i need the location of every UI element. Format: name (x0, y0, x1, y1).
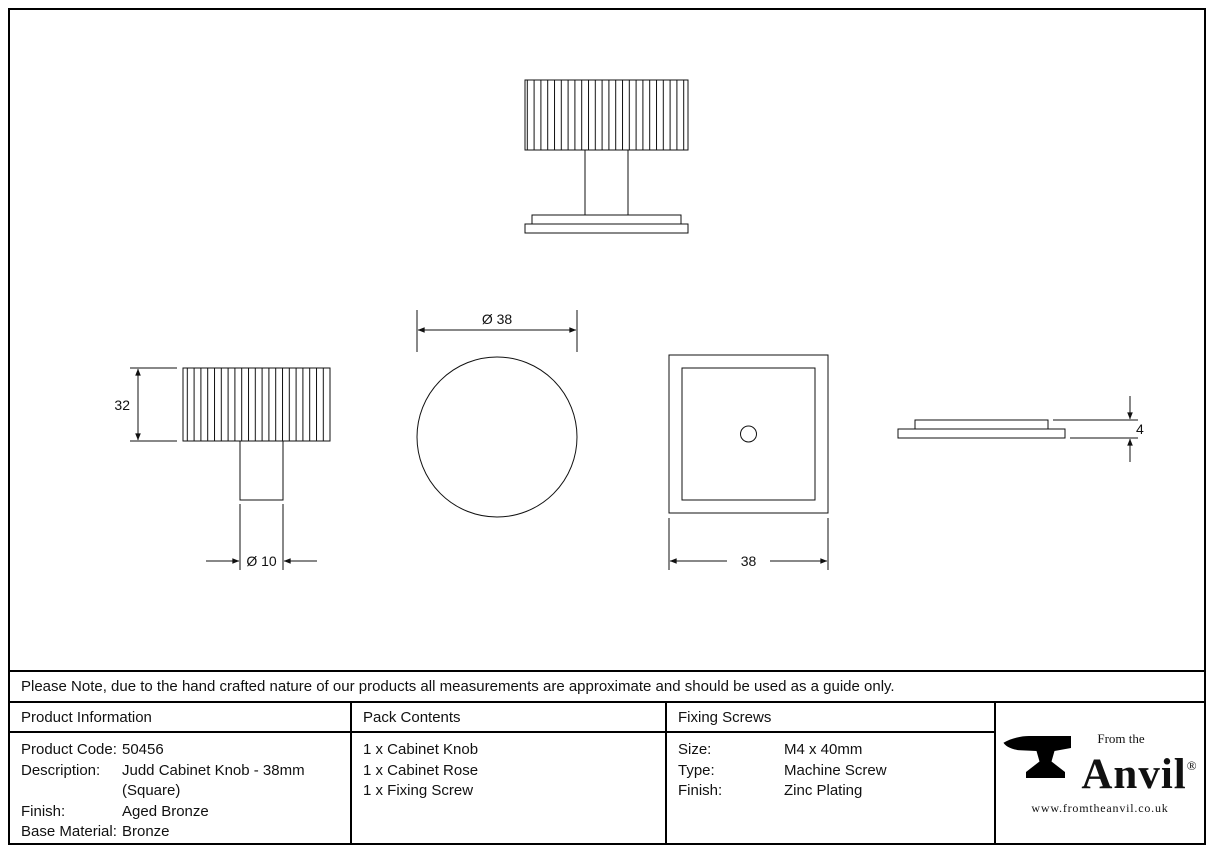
drawing-area: 32 Ø 10 Ø 38 (10, 10, 1204, 672)
finish-value: Aged Bronze (122, 802, 209, 820)
rose-side-view: 4 (897, 396, 1144, 462)
knob-top-view: Ø 38 (416, 310, 578, 518)
screw-finish-value: Zinc Plating (784, 782, 863, 799)
dimension-rose-width: 38 (741, 553, 757, 569)
fixing-screws-column: Fixing Screws Size: M4 x 40mm Type: Mach… (667, 703, 996, 843)
spec-table: Product Information Product Code: 50456 … (10, 703, 1204, 843)
knob-front-view: 32 Ø 10 (114, 367, 331, 570)
pack-contents-header: Pack Contents (352, 703, 665, 733)
logo-brand: Anvil® (1081, 751, 1198, 798)
screw-type-value: Machine Screw (784, 761, 887, 779)
technical-drawing: 32 Ø 10 Ø 38 (114, 79, 1144, 570)
base-material-value: Bronze (122, 823, 170, 840)
screw-size-value: M4 x 40mm (784, 741, 863, 758)
screw-finish-row: Finish: Zinc Plating (678, 781, 994, 802)
screw-type-label: Type: (678, 761, 715, 779)
measurement-note: Please Note, due to the hand crafted nat… (10, 672, 1204, 703)
product-code-value: 50456 (122, 741, 164, 758)
website-url: www.fromtheanvil.co.uk (1031, 801, 1169, 815)
pack-item: 1 x Fixing Screw (363, 782, 474, 799)
description-value: Judd Cabinet Knob - 38mm (Square) (122, 761, 305, 800)
product-code-label: Product Code: (21, 741, 117, 758)
product-information-column: Product Information Product Code: 50456 … (10, 703, 352, 843)
dimension-stem-diameter: Ø 10 (246, 553, 277, 569)
brand-logo: From the Anvil® www.fromtheanvil.co.uk (996, 703, 1204, 843)
spec-sheet: 32 Ø 10 Ø 38 (8, 8, 1206, 845)
knob-side-view-top (524, 79, 689, 234)
dimension-rose-thickness: 4 (1136, 421, 1144, 437)
base-material-row: Base Material: Bronze (21, 822, 350, 843)
pack-contents-column: Pack Contents 1 x Cabinet Knob 1 x Cabin… (352, 703, 667, 843)
pack-item: 1 x Cabinet Knob (363, 741, 479, 758)
description-label: Description: (21, 761, 101, 779)
finish-label: Finish: (21, 802, 66, 820)
description-row: Description: Judd Cabinet Knob - 38mm (S… (21, 761, 350, 802)
product-information-header: Product Information (10, 703, 350, 733)
dimension-knob-height: 32 (114, 397, 130, 413)
base-material-label: Base Material: (21, 823, 117, 840)
screw-finish-label: Finish: (678, 782, 723, 799)
registered-mark: ® (1186, 758, 1198, 773)
anvil-icon (1002, 730, 1074, 789)
logo-tagline: From the (1097, 731, 1145, 746)
screw-size-label: Size: (678, 741, 712, 758)
screw-size-row: Size: M4 x 40mm (678, 740, 994, 761)
fixing-screws-header: Fixing Screws (667, 703, 994, 733)
pack-item: 1 x Cabinet Rose (363, 761, 479, 779)
product-code-row: Product Code: 50456 (21, 740, 350, 761)
screw-type-row: Type: Machine Screw (678, 761, 994, 782)
finish-row: Finish: Aged Bronze (21, 802, 350, 823)
measurement-note-text: Please Note, due to the hand crafted nat… (21, 678, 895, 695)
dimension-knob-diameter: Ø 38 (482, 311, 513, 327)
rose-top-view: 38 (668, 354, 829, 570)
